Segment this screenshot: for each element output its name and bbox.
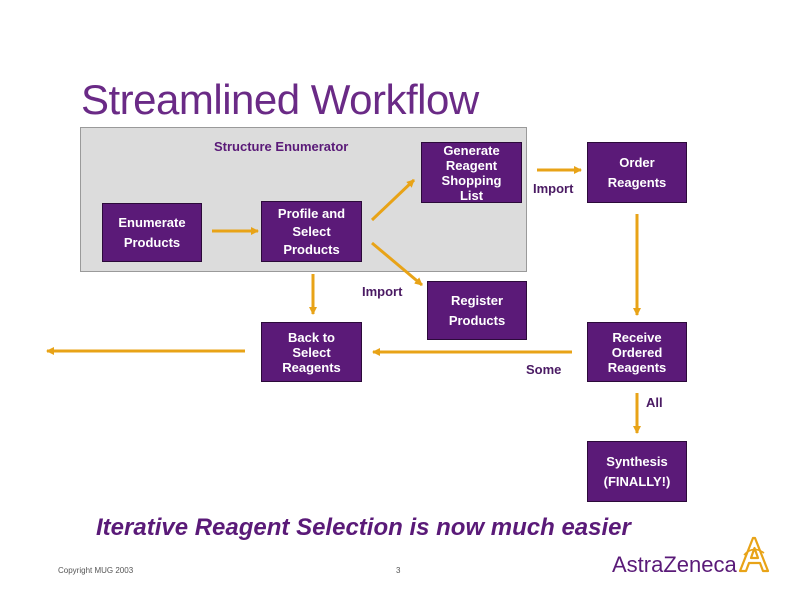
node-receive-ordered-reagents: Receive Ordered Reagents	[587, 322, 687, 382]
edge-label-some: Some	[526, 362, 562, 377]
edge-label-all: All	[646, 395, 663, 410]
copyright-text: Copyright MUG 2003	[58, 566, 134, 575]
edge-label-import-order: Import	[533, 181, 574, 196]
structure-enumerator-label: Structure Enumerator	[214, 139, 349, 154]
node-synthesis: Synthesis (FINALLY!)	[587, 441, 687, 502]
node-back-to-select-reagents: Back to Select Reagents	[261, 322, 362, 382]
node-register-products: Register Products	[427, 281, 527, 340]
page-number: 3	[396, 566, 401, 575]
arrow-profile-to-generate	[370, 178, 416, 222]
slide-title: Streamlined Workflow	[81, 76, 479, 123]
astrazeneca-logo-text: AstraZeneca	[612, 552, 737, 577]
arrow-profile-to-register	[371, 241, 423, 287]
edge-label-import-register: Import	[362, 284, 403, 299]
astrazeneca-logo-icon	[738, 536, 770, 573]
node-generate-shopping-list: Generate Reagent Shopping List	[421, 142, 522, 203]
node-order-reagents: Order Reagents	[587, 142, 687, 203]
node-profile-select-products: Profile and Select Products	[261, 201, 362, 262]
node-enumerate-products: Enumerate Products	[102, 203, 202, 262]
slide-tagline: Iterative Reagent Selection is now much …	[96, 514, 631, 541]
